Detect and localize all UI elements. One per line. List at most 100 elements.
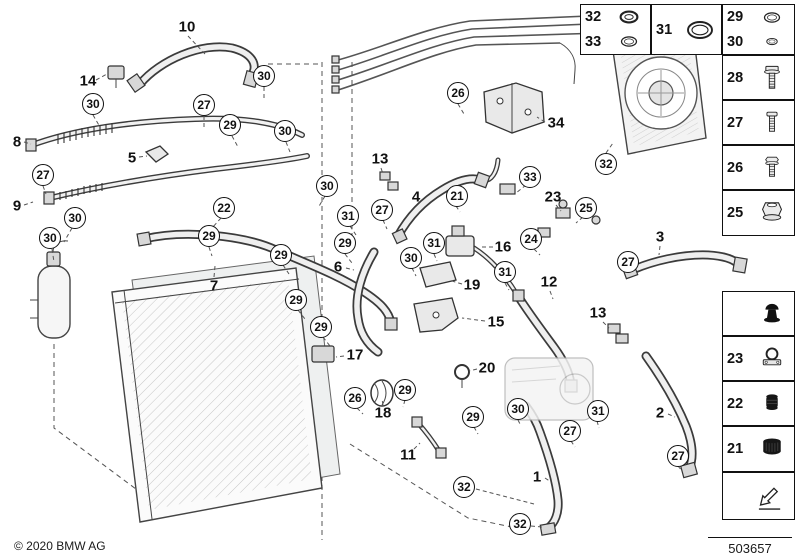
fastener-callout: 32 xyxy=(595,153,617,175)
legend-part-number: 26 xyxy=(727,159,744,176)
legend-box: 21 xyxy=(722,426,795,472)
legend-box: 27 xyxy=(722,100,795,145)
part-number-label: 18 xyxy=(374,404,392,422)
fastener-callout: 26 xyxy=(344,387,366,409)
diagram-number: 503657 xyxy=(708,537,792,556)
fastener-callout: 30 xyxy=(274,120,296,142)
part-number-label: 15 xyxy=(487,313,505,331)
fastener-callout: 27 xyxy=(32,164,54,186)
fastener-callout: 30 xyxy=(39,227,61,249)
part-number-label: 11 xyxy=(400,446,416,464)
part-number-label: 9 xyxy=(12,197,22,215)
legend-part-number: 23 xyxy=(727,350,744,367)
fastener-callout: 30 xyxy=(316,175,338,197)
radiator-assembly xyxy=(111,255,341,523)
fastener-callout: 29 xyxy=(334,232,356,254)
screw-icon xyxy=(765,111,778,132)
fastener-callout: 31 xyxy=(494,261,516,283)
o-ring-icon xyxy=(763,12,780,23)
part-number-label: 13 xyxy=(589,304,607,322)
part-number-label: 4 xyxy=(411,188,421,206)
fastener-callout: 29 xyxy=(310,316,332,338)
fastener-callout: 32 xyxy=(509,513,531,535)
direction-arrow-icon xyxy=(758,487,780,510)
fastener-callout: 32 xyxy=(453,476,475,498)
fastener-callout: 29 xyxy=(285,289,307,311)
part-number-label: 34 xyxy=(547,114,565,132)
legend-part-number: 29 xyxy=(727,9,744,26)
part-number-label: 19 xyxy=(463,276,481,294)
o-ring-large-icon xyxy=(686,20,713,39)
fastener-callout: 29 xyxy=(394,379,416,401)
legend-box xyxy=(722,291,795,336)
legend-box: 26 xyxy=(722,145,795,190)
fastener-callout: 27 xyxy=(617,251,639,273)
fastener-callout: 29 xyxy=(198,225,220,247)
fastener-callout: 25 xyxy=(575,197,597,219)
legend-part-number: 30 xyxy=(727,33,744,50)
o-ring-icon xyxy=(620,36,637,47)
legend-part-number: 27 xyxy=(727,114,744,131)
legend-box xyxy=(722,472,795,520)
legend-part-number: 32 xyxy=(585,9,602,26)
fastener-callout: 27 xyxy=(667,445,689,467)
fastener-callout: 30 xyxy=(253,65,275,87)
copyright-text: © 2020 BMW AG xyxy=(14,539,106,553)
grommet-icon xyxy=(763,303,780,322)
legend-box: 25 xyxy=(722,190,795,236)
fastener-callout: 33 xyxy=(519,166,541,188)
part-number-label: 1 xyxy=(532,468,542,486)
o-ring-small-icon xyxy=(765,38,778,46)
overhead-line-connectors xyxy=(331,42,576,94)
fastener-callout: 30 xyxy=(82,93,104,115)
part-number-label: 5 xyxy=(127,149,137,167)
legend-part-number: 33 xyxy=(585,33,602,50)
legend-part-number: 31 xyxy=(656,21,673,38)
clamp-bracket-icon xyxy=(762,347,781,365)
fastener-callout: 31 xyxy=(587,400,609,422)
legend-box: 23 xyxy=(722,336,795,381)
fastener-callout: 31 xyxy=(423,232,445,254)
fastener-callout: 21 xyxy=(446,185,468,207)
part-number-label: 8 xyxy=(12,133,22,151)
fastener-callout: 31 xyxy=(337,205,359,227)
fastener-callout: 30 xyxy=(400,247,422,269)
screw-hex-icon xyxy=(764,156,779,177)
cap-ribbed-icon xyxy=(762,438,781,455)
fastener-callout: 30 xyxy=(64,207,86,229)
fastener-callout: 22 xyxy=(213,197,235,219)
fastener-callout: 29 xyxy=(219,114,241,136)
part-number-label: 10 xyxy=(178,18,196,36)
part-number-label: 3 xyxy=(655,228,665,246)
fastener-callout: 29 xyxy=(462,406,484,428)
legend-box: 31 xyxy=(651,4,722,55)
fastener-callout: 27 xyxy=(193,94,215,116)
cap-round-icon xyxy=(765,393,778,410)
part-number-label: 16 xyxy=(494,238,512,256)
part-number-label: 17 xyxy=(346,346,364,364)
legend-box: 22 xyxy=(722,381,795,426)
legend-box: 28 xyxy=(722,55,795,100)
part-number-label: 20 xyxy=(478,359,496,377)
legend-part-number: 25 xyxy=(727,205,744,221)
fastener-callout: 24 xyxy=(520,228,542,250)
part-number-label: 12 xyxy=(540,273,558,291)
small-parts xyxy=(107,65,629,407)
part-number-label: 2 xyxy=(655,404,665,422)
part-number-label: 6 xyxy=(333,258,343,276)
part-number-label: 7 xyxy=(209,277,219,295)
fastener-callout: 26 xyxy=(447,82,469,104)
part-number-label: 13 xyxy=(371,150,389,168)
fastener-callout: 27 xyxy=(371,199,393,221)
seal-ring-icon xyxy=(619,10,638,24)
legend-part-number: 21 xyxy=(727,441,744,457)
fastener-callout: 30 xyxy=(507,398,529,420)
fastener-callout: 29 xyxy=(270,244,292,266)
overhead-lines xyxy=(337,14,614,91)
mounting-bracket-34 xyxy=(483,82,545,134)
